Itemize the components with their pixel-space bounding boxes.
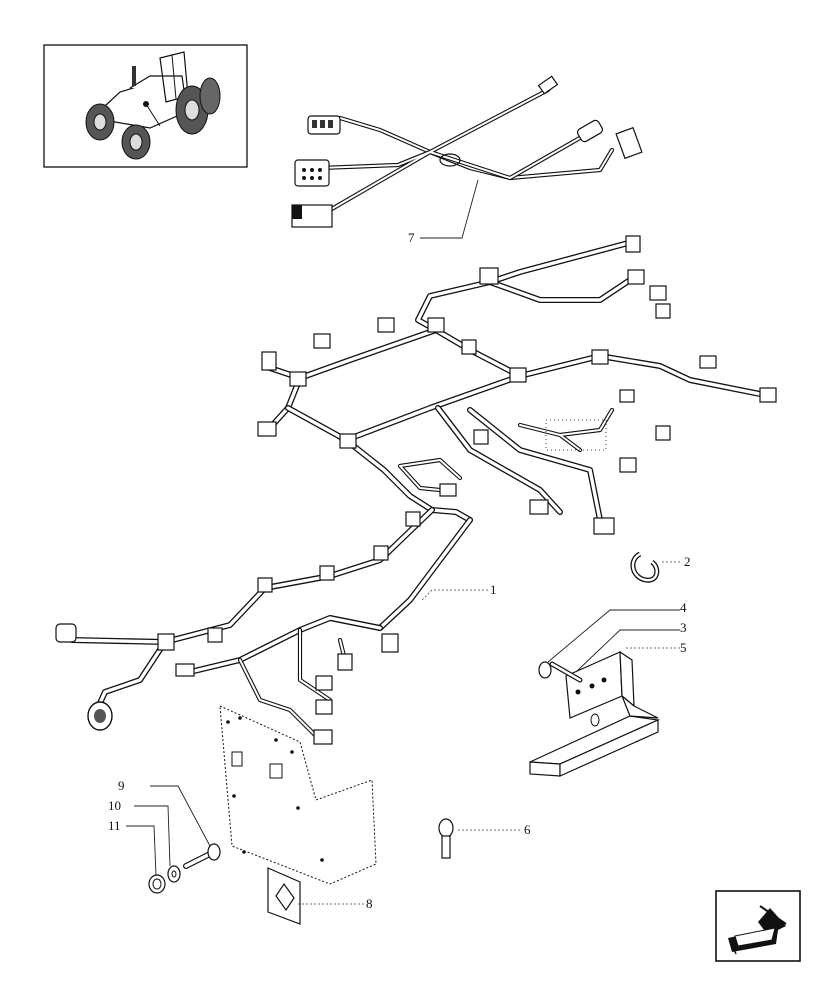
callout-3: 3	[680, 620, 687, 635]
part-8-plate	[219, 705, 377, 885]
part-9-bolt	[183, 843, 221, 869]
callout-2: 2	[684, 554, 691, 569]
leader-lines	[126, 179, 680, 905]
callout-labels: 7 1 2 4 3 5 6 8 9 10 11	[108, 230, 691, 911]
tractor-icon	[85, 51, 221, 160]
part-11-nut	[148, 874, 166, 894]
part-3-bolt	[549, 661, 583, 683]
next-page-button[interactable]	[715, 890, 801, 962]
next-page-arrow-icon	[728, 905, 787, 955]
callout-6: 6	[524, 822, 531, 837]
next-page-button-frame[interactable]	[715, 890, 801, 962]
part-6-screw	[438, 818, 454, 859]
part-7-harness	[291, 75, 643, 228]
callout-7: 7	[408, 230, 415, 245]
callout-1: 1	[490, 582, 497, 597]
callout-8: 8	[366, 896, 373, 911]
part-8-gasket	[267, 867, 301, 925]
callout-4: 4	[680, 600, 687, 615]
callout-11: 11	[108, 818, 121, 833]
callout-9: 9	[118, 778, 125, 793]
part-4-nut	[538, 661, 552, 679]
part-1-main-harness	[55, 235, 777, 745]
callout-10: 10	[108, 798, 121, 813]
tractor-thumbnail	[43, 44, 248, 168]
part-2-clip	[630, 551, 660, 583]
callout-5: 5	[680, 640, 687, 655]
part-10-washer	[167, 865, 181, 883]
part-5-bracket	[529, 650, 661, 777]
